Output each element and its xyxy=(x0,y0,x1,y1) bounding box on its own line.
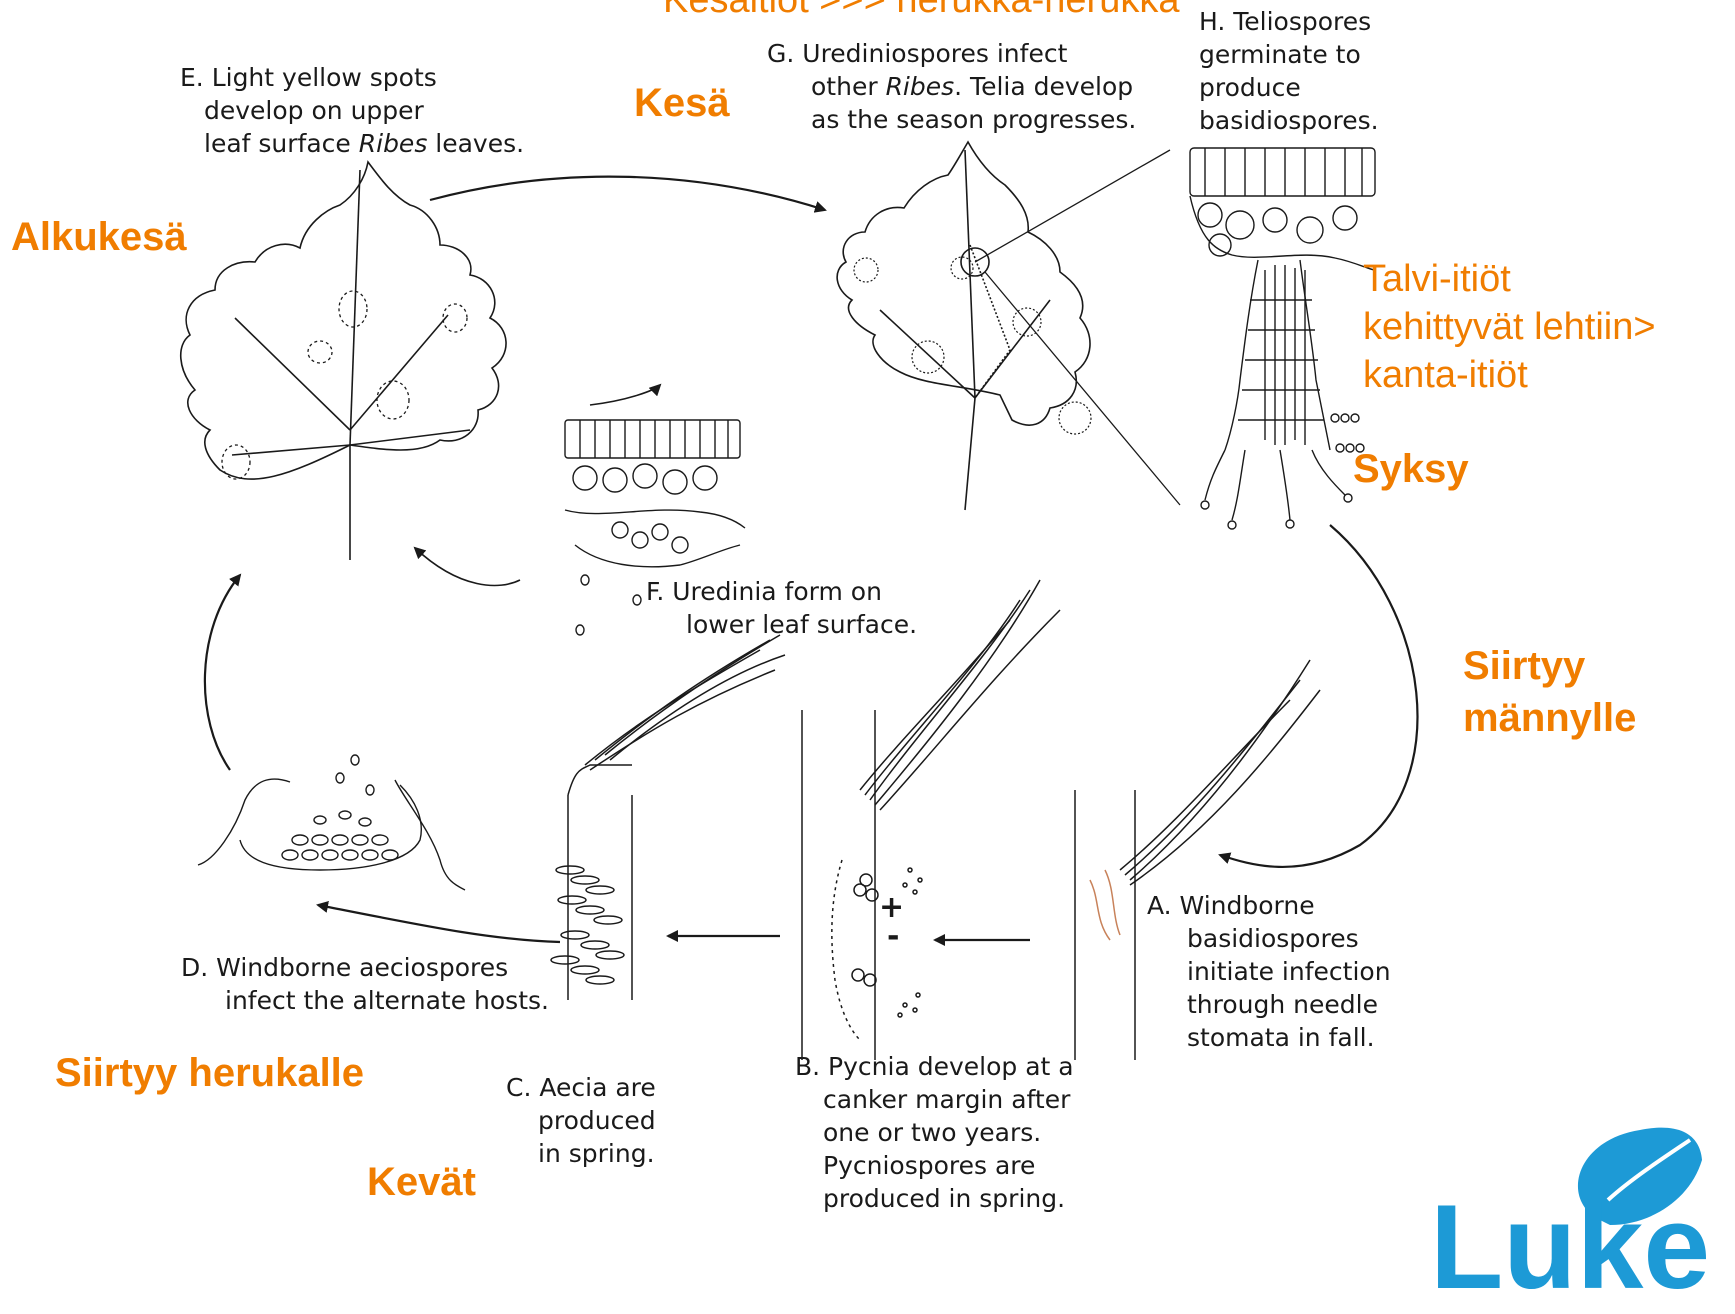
pine-stem-pycnia-illustration xyxy=(802,580,1060,1060)
ribes-leaf-illustration xyxy=(181,162,506,560)
stage-b-line-3: one or two years. xyxy=(795,1116,1074,1149)
luke-logo-text: Luke xyxy=(1430,1187,1710,1307)
stage-b-line-2: canker margin after xyxy=(795,1083,1074,1116)
stage-e-line-2: develop on upper xyxy=(180,94,524,127)
cycle-arrows xyxy=(205,177,1418,942)
stage-b-line-4: Pycniospores are xyxy=(795,1149,1074,1182)
season-kesa: Kesä xyxy=(634,81,730,126)
stage-h-label: H. Teliospores germinate to produce basi… xyxy=(1199,5,1379,137)
stage-a-line-5: stomata in fall. xyxy=(1147,1021,1391,1054)
stage-h-line-2: germinate to xyxy=(1199,38,1379,71)
talvi-itiot-note: Talvi-itiöt kehittyvät lehtiin> kanta-it… xyxy=(1363,255,1656,399)
aecium-illustration xyxy=(198,755,465,890)
stage-f-line-2: lower leaf surface. xyxy=(646,608,917,641)
pine-stem-aecia-illustration xyxy=(551,635,785,1000)
top-banner: Kesäitiöt >>> herukka-herukka xyxy=(663,0,1179,24)
stage-g-line-2: other Ribes. Telia develop xyxy=(767,70,1136,103)
season-syksy: Syksy xyxy=(1353,447,1469,492)
stage-d-label: D. Windborne aeciospores infect the alte… xyxy=(181,951,549,1017)
stage-b-line-1: B. Pycnia develop at a xyxy=(795,1050,1074,1083)
season-kevat: Kevät xyxy=(367,1160,476,1205)
stage-c-line-1: C. Aecia are xyxy=(506,1071,656,1104)
stage-a-line-4: through needle xyxy=(1147,988,1391,1021)
minus-sign: - xyxy=(887,920,899,953)
stage-f-line-1: F. Uredinia form on xyxy=(646,575,917,608)
season-alkukesa: Alkukesä xyxy=(11,215,187,260)
stage-g-line-1: G. Urediniospores infect xyxy=(767,37,1136,70)
talvi-line-3: kanta-itiöt xyxy=(1363,351,1656,399)
talvi-line-1: Talvi-itiöt xyxy=(1363,255,1656,303)
stage-h-line-3: produce xyxy=(1199,71,1379,104)
stage-g-line-3: as the season progresses. xyxy=(767,103,1136,136)
siirtyy-mannylle-line-1: Siirtyy xyxy=(1463,640,1636,692)
siirtyy-mannylle-line-2: männylle xyxy=(1463,692,1636,744)
siirtyy-mannylle: Siirtyy männylle xyxy=(1463,640,1636,744)
stage-b-line-5: produced in spring. xyxy=(795,1182,1074,1215)
stage-h-line-4: basidiospores. xyxy=(1199,104,1379,137)
talvi-line-2: kehittyvät lehtiin> xyxy=(1363,303,1656,351)
stage-g-label: G. Urediniospores infect other Ribes. Te… xyxy=(767,37,1136,136)
stage-e-label: E. Light yellow spots develop on upper l… xyxy=(180,61,524,160)
stage-b-label: B. Pycnia develop at a canker margin aft… xyxy=(795,1050,1074,1215)
life-cycle-diagram: Kesäitiöt >>> herukka-herukka E. Light y… xyxy=(0,0,1735,1225)
siirtyy-herukalle: Siirtyy herukalle xyxy=(55,1051,364,1096)
stage-f-label: F. Uredinia form on lower leaf surface. xyxy=(646,575,917,641)
stage-a-line-1: A. Windborne xyxy=(1147,889,1391,922)
stage-a-line-2: basidiospores xyxy=(1147,922,1391,955)
stage-c-line-3: in spring. xyxy=(506,1137,656,1170)
telium-illustration xyxy=(1190,148,1375,529)
infected-leaf-illustration xyxy=(837,142,1180,510)
stage-d-line-2: infect the alternate hosts. xyxy=(181,984,549,1017)
stage-c-line-2: produced xyxy=(506,1104,656,1137)
stage-e-line-3: leaf surface Ribes leaves. xyxy=(180,127,524,160)
stage-d-line-1: D. Windborne aeciospores xyxy=(181,951,549,984)
stage-e-line-1: E. Light yellow spots xyxy=(180,61,524,94)
stage-h-line-1: H. Teliospores xyxy=(1199,5,1379,38)
stage-c-label: C. Aecia are produced in spring. xyxy=(506,1071,656,1170)
stage-a-label: A. Windborne basidiospores initiate infe… xyxy=(1147,889,1391,1054)
stage-a-line-3: initiate infection xyxy=(1147,955,1391,988)
